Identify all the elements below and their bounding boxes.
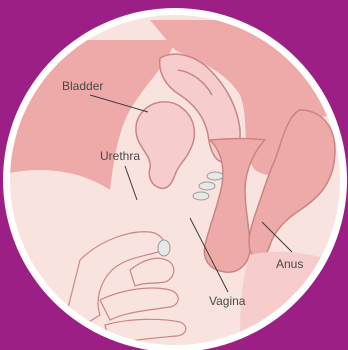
bladder-label: Bladder	[62, 79, 103, 93]
applicator-tablet-icon	[158, 240, 170, 256]
tablet-icon	[207, 172, 223, 180]
urethra-label: Urethra	[100, 149, 140, 163]
vagina-label: Vagina	[209, 294, 246, 308]
anus-label: Anus	[276, 257, 303, 271]
tablet-icon	[193, 192, 209, 200]
tablet-icon	[199, 182, 215, 190]
